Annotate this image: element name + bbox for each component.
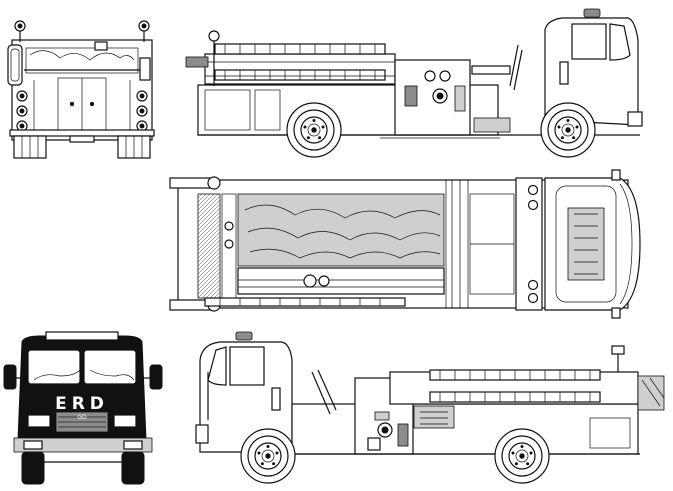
right-side-cab-window [571,23,607,60]
right-side-view [185,8,643,158]
right-side-beacon-icon [583,8,601,18]
front-windshield-right [83,349,137,385]
front-view: ERD GD [3,331,163,485]
front-left-mirror [3,364,17,390]
left-side-extinguisher-icon [397,423,409,447]
left-side-body [291,403,639,455]
front-cab-lettering: ERD [55,394,109,414]
front-bumper [13,437,153,453]
right-side-rear-wheel [286,102,342,158]
top-rear-step [197,193,221,299]
left-side-ladder-upper [429,369,601,381]
left-side-view [195,331,665,484]
pump-gauge-icon [439,70,451,82]
top-view [169,169,641,319]
front-right-mirror [149,364,163,390]
left-side-cab-window [229,346,265,386]
rear-left-mirror [7,44,23,86]
left-side-beacon-icon [235,331,253,341]
right-side-front-wheel [540,102,596,158]
front-left-headlight [27,414,51,428]
right-side-ladder-upper [214,43,386,55]
left-side-ladder-lower [429,391,601,403]
front-light-bar [45,331,119,341]
rear-bumper [9,129,155,137]
right-side-hose-reel [185,56,209,68]
pump-gauge-icon [424,70,436,82]
front-right-tyre [121,451,145,485]
left-side-rear-wheel [494,428,550,484]
right-side-ladder-lower [214,69,386,81]
top-hose-coupling-icon [303,274,317,288]
rear-tail-lights [16,90,148,132]
front-right-headlight [113,414,137,428]
front-left-tyre [21,451,45,485]
left-side-front-wheel [240,428,296,484]
front-grille-badge: GD [77,414,87,421]
rear-view [7,20,155,159]
